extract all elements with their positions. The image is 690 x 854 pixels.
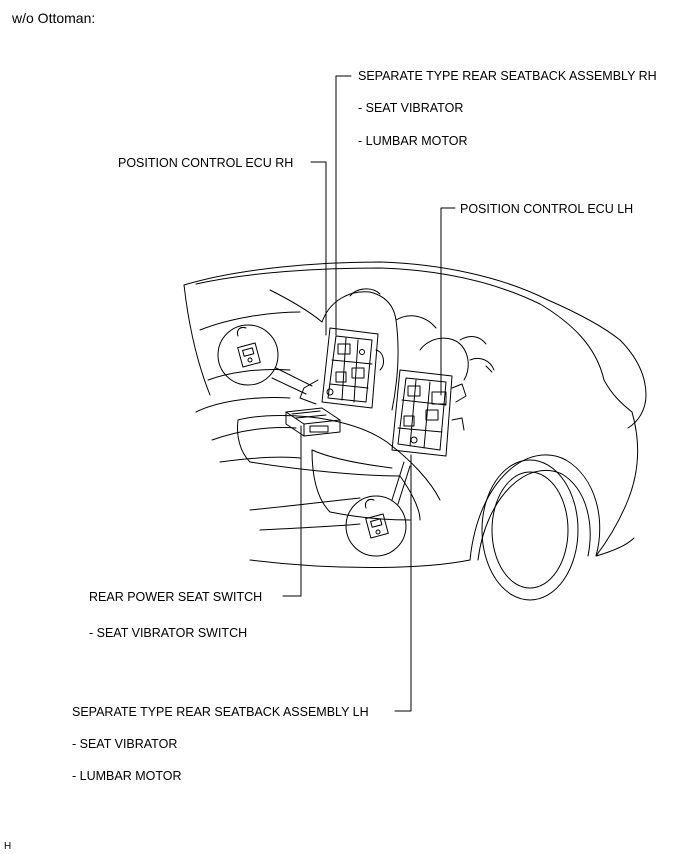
interior-details [459,336,495,373]
rh-seatback-frame [299,327,384,409]
rear-power-seat-switch [285,407,341,437]
detail-callout-ecu-rh [217,324,313,395]
label-lh-lumbar-motor: - LUMBAR MOTOR [72,769,182,783]
car-body [183,261,647,601]
label-position-control-ecu-lh: POSITION CONTROL ECU LH [460,202,634,216]
lh-seatback-frame [391,369,467,457]
label-lh-seat-vibrator: - SEAT VIBRATOR [72,737,178,751]
label-rh-lumbar-motor: - LUMBAR MOTOR [358,134,468,148]
label-lh-seatback-assembly: SEPARATE TYPE REAR SEATBACK ASSEMBLY LH [72,705,369,719]
leader-lines [282,75,456,712]
rear-seatback-outline [321,288,469,411]
label-position-control-ecu-rh: POSITION CONTROL ECU RH [118,156,294,170]
label-rh-seatback-assembly: SEPARATE TYPE REAR SEATBACK ASSEMBLY RH [358,69,657,83]
diagram-header: w/o Ottoman: [12,10,96,26]
detail-callout-ecu-lh [345,461,411,557]
label-rh-seat-vibrator: - SEAT VIBRATOR [358,101,464,115]
label-seat-vibrator-switch: - SEAT VIBRATOR SWITCH [89,626,248,640]
rear-seat-cushion [237,415,441,521]
illustration-code: H [4,841,12,852]
label-rear-power-seat-switch: REAR POWER SEAT SWITCH [89,590,263,604]
